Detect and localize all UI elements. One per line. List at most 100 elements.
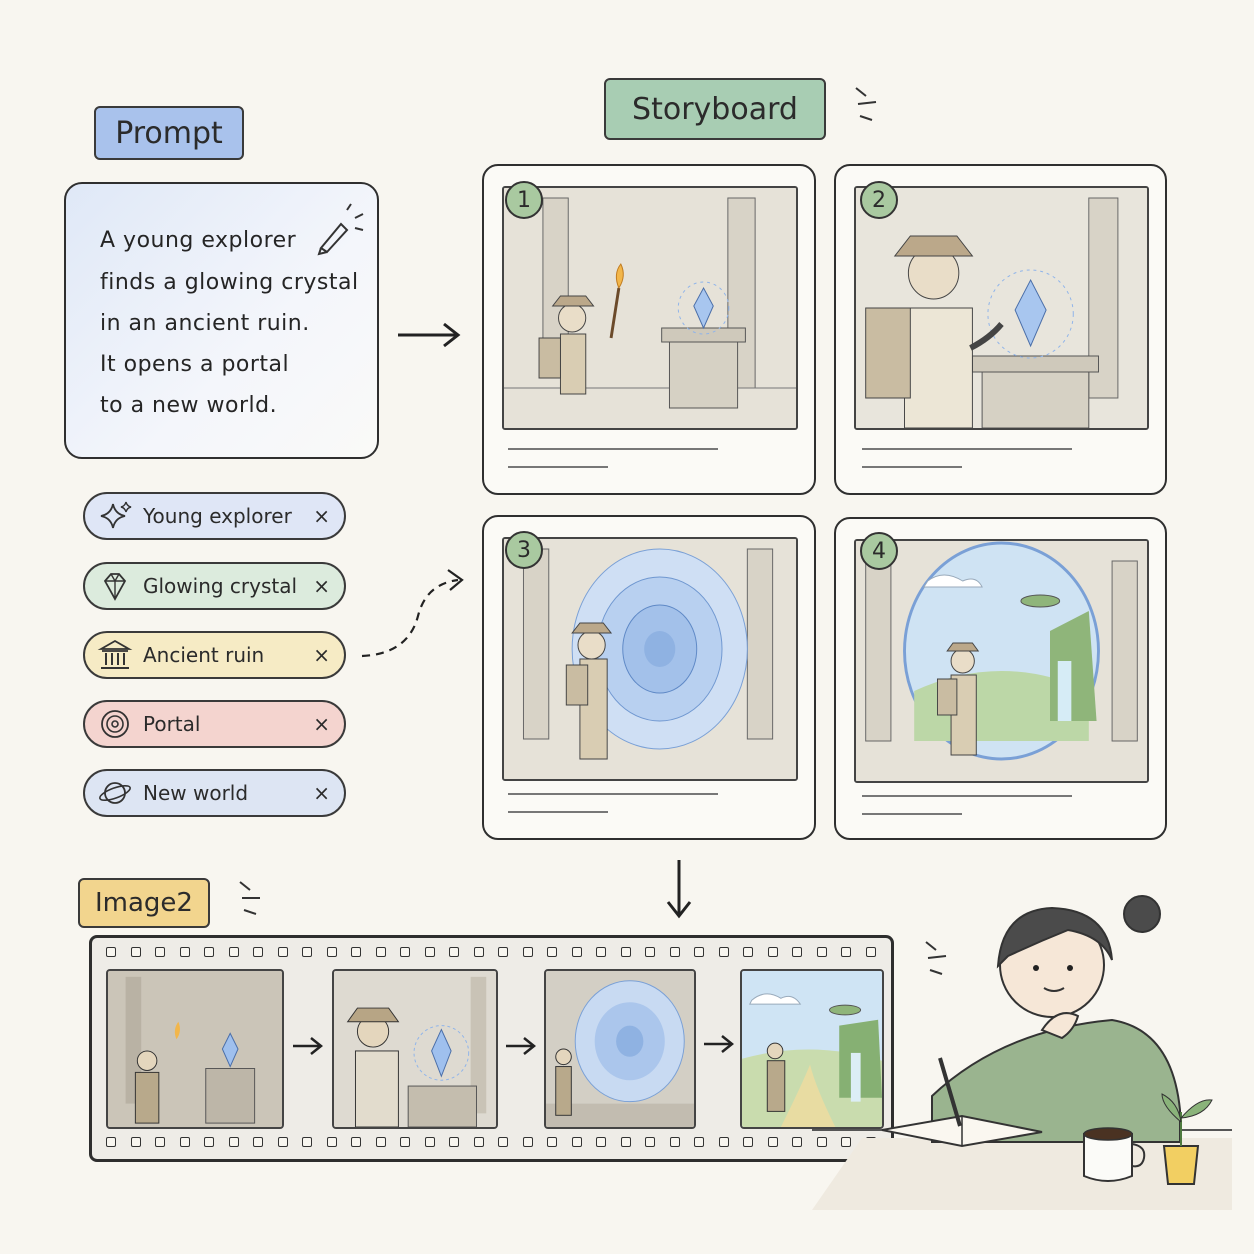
sprocket-hole bbox=[522, 947, 533, 957]
sprocket-hole bbox=[375, 1137, 386, 1147]
sprocket-hole bbox=[449, 947, 459, 957]
sprocket-hole bbox=[620, 1137, 631, 1147]
sprocket-hole bbox=[865, 947, 876, 957]
sprocket-hole bbox=[204, 1137, 214, 1147]
sprocket-hole bbox=[130, 1137, 141, 1147]
sprocket-hole bbox=[498, 947, 508, 957]
caption-line bbox=[862, 466, 962, 468]
caption-line bbox=[508, 793, 718, 795]
storyboard-panel-3[interactable]: 3 bbox=[482, 515, 816, 840]
sprocket-hole bbox=[792, 947, 802, 957]
caption-line bbox=[508, 466, 608, 468]
film-frame-2[interactable] bbox=[332, 969, 498, 1129]
target-icon bbox=[101, 710, 129, 738]
sprocket-hole bbox=[449, 1137, 459, 1147]
close-icon[interactable]: × bbox=[313, 781, 330, 805]
storyboard-panel-4[interactable]: 4 bbox=[834, 517, 1167, 840]
sprocket-hole bbox=[645, 947, 655, 957]
tag-label: Young explorer bbox=[143, 504, 292, 528]
scene-portal-opens bbox=[502, 537, 798, 781]
sprocket-hole bbox=[302, 1137, 312, 1147]
close-icon[interactable]: × bbox=[313, 504, 330, 528]
sprocket-hole bbox=[571, 1137, 582, 1147]
tag-label: Ancient ruin bbox=[143, 643, 265, 667]
tag-young-explorer[interactable]: Young explorer × bbox=[83, 492, 346, 540]
caption-line bbox=[862, 813, 962, 815]
sprocket-hole bbox=[253, 947, 263, 957]
storyboard-panel-2[interactable]: 2 bbox=[834, 164, 1167, 495]
caption-line bbox=[508, 448, 718, 450]
sprocket-hole bbox=[743, 947, 753, 957]
storyboard-heading: Storyboard bbox=[604, 78, 826, 140]
sprocket-hole bbox=[841, 1137, 851, 1147]
emphasis-lines-icon bbox=[239, 881, 260, 915]
sprocket-hole bbox=[669, 947, 680, 957]
panel-number-badge: 2 bbox=[860, 181, 898, 219]
emphasis-lines-icon bbox=[925, 941, 947, 975]
sprocket-hole bbox=[326, 1137, 337, 1147]
sprocket-hole bbox=[547, 1137, 557, 1147]
sprocket-hole bbox=[400, 1137, 410, 1147]
dashed-arrow-icon bbox=[361, 569, 464, 658]
prompt-card[interactable]: A young explorer finds a glowing crystal… bbox=[64, 182, 379, 459]
caption-line bbox=[862, 448, 1072, 450]
sprocket-hole bbox=[253, 1137, 263, 1147]
image2-heading: Image2 bbox=[78, 878, 210, 928]
storyboard-heading-label: Storyboard bbox=[632, 91, 798, 127]
prompt-line-5: to a new world. bbox=[100, 393, 278, 418]
sprocket-hole bbox=[743, 1137, 753, 1147]
scene-touch-crystal bbox=[854, 186, 1149, 430]
tag-ancient-ruin[interactable]: Ancient ruin × bbox=[83, 631, 346, 679]
close-icon[interactable]: × bbox=[313, 712, 330, 736]
emphasis-lines-icon bbox=[855, 87, 877, 121]
prompt-heading-label: Prompt bbox=[115, 115, 223, 151]
right-arrow-icon bbox=[704, 1035, 735, 1053]
temple-icon bbox=[97, 639, 133, 669]
sprocket-hole bbox=[179, 947, 190, 957]
sprocket-hole bbox=[228, 1137, 239, 1147]
down-arrow-icon bbox=[666, 860, 692, 919]
film-strip bbox=[89, 935, 894, 1162]
tag-label: Portal bbox=[143, 712, 201, 736]
sprocket-hole bbox=[767, 1137, 778, 1147]
sprocket-hole bbox=[841, 947, 851, 957]
sprocket-hole bbox=[718, 947, 729, 957]
sprocket-hole bbox=[424, 1137, 435, 1147]
panel-number-badge: 4 bbox=[860, 532, 898, 570]
sprocket-hole bbox=[498, 1137, 508, 1147]
sprocket-hole bbox=[228, 947, 239, 957]
tag-new-world[interactable]: New world × bbox=[83, 769, 346, 817]
sprocket-hole bbox=[645, 1137, 655, 1147]
storyboard-panel-1[interactable]: 1 bbox=[482, 164, 816, 495]
sprocket-hole bbox=[473, 947, 484, 957]
right-arrow-icon bbox=[398, 322, 461, 348]
close-icon[interactable]: × bbox=[313, 574, 330, 598]
sprocket-hole bbox=[596, 1137, 606, 1147]
sprocket-hole bbox=[792, 1137, 802, 1147]
prompt-line-3: in an ancient ruin. bbox=[100, 311, 310, 336]
prompt-line-4: It opens a portal bbox=[100, 352, 290, 377]
film-frame-4[interactable] bbox=[740, 969, 884, 1129]
tag-label: Glowing crystal bbox=[143, 574, 298, 598]
sprocket-hole bbox=[620, 947, 631, 957]
sprocket-hole bbox=[326, 947, 337, 957]
sprocket-hole bbox=[522, 1137, 533, 1147]
tag-label: New world bbox=[143, 781, 249, 805]
sprocket-hole bbox=[694, 1137, 704, 1147]
sprocket-hole bbox=[277, 1137, 288, 1147]
sprocket-hole bbox=[816, 947, 827, 957]
sprocket-hole bbox=[351, 947, 361, 957]
gem-icon bbox=[103, 573, 127, 601]
caption-line bbox=[862, 795, 1072, 797]
film-frame-3[interactable] bbox=[544, 969, 696, 1129]
close-icon[interactable]: × bbox=[313, 643, 330, 667]
tag-portal[interactable]: Portal × bbox=[83, 700, 346, 748]
panel-number-badge: 1 bbox=[505, 181, 543, 219]
sprocket-hole bbox=[669, 1137, 680, 1147]
sprocket-hole bbox=[204, 947, 214, 957]
film-frame-1[interactable] bbox=[106, 969, 284, 1129]
right-arrow-icon bbox=[293, 1037, 324, 1055]
sprocket-hole bbox=[130, 947, 141, 957]
tag-glowing-crystal[interactable]: Glowing crystal × bbox=[83, 562, 346, 610]
sprocket-hole bbox=[302, 947, 312, 957]
